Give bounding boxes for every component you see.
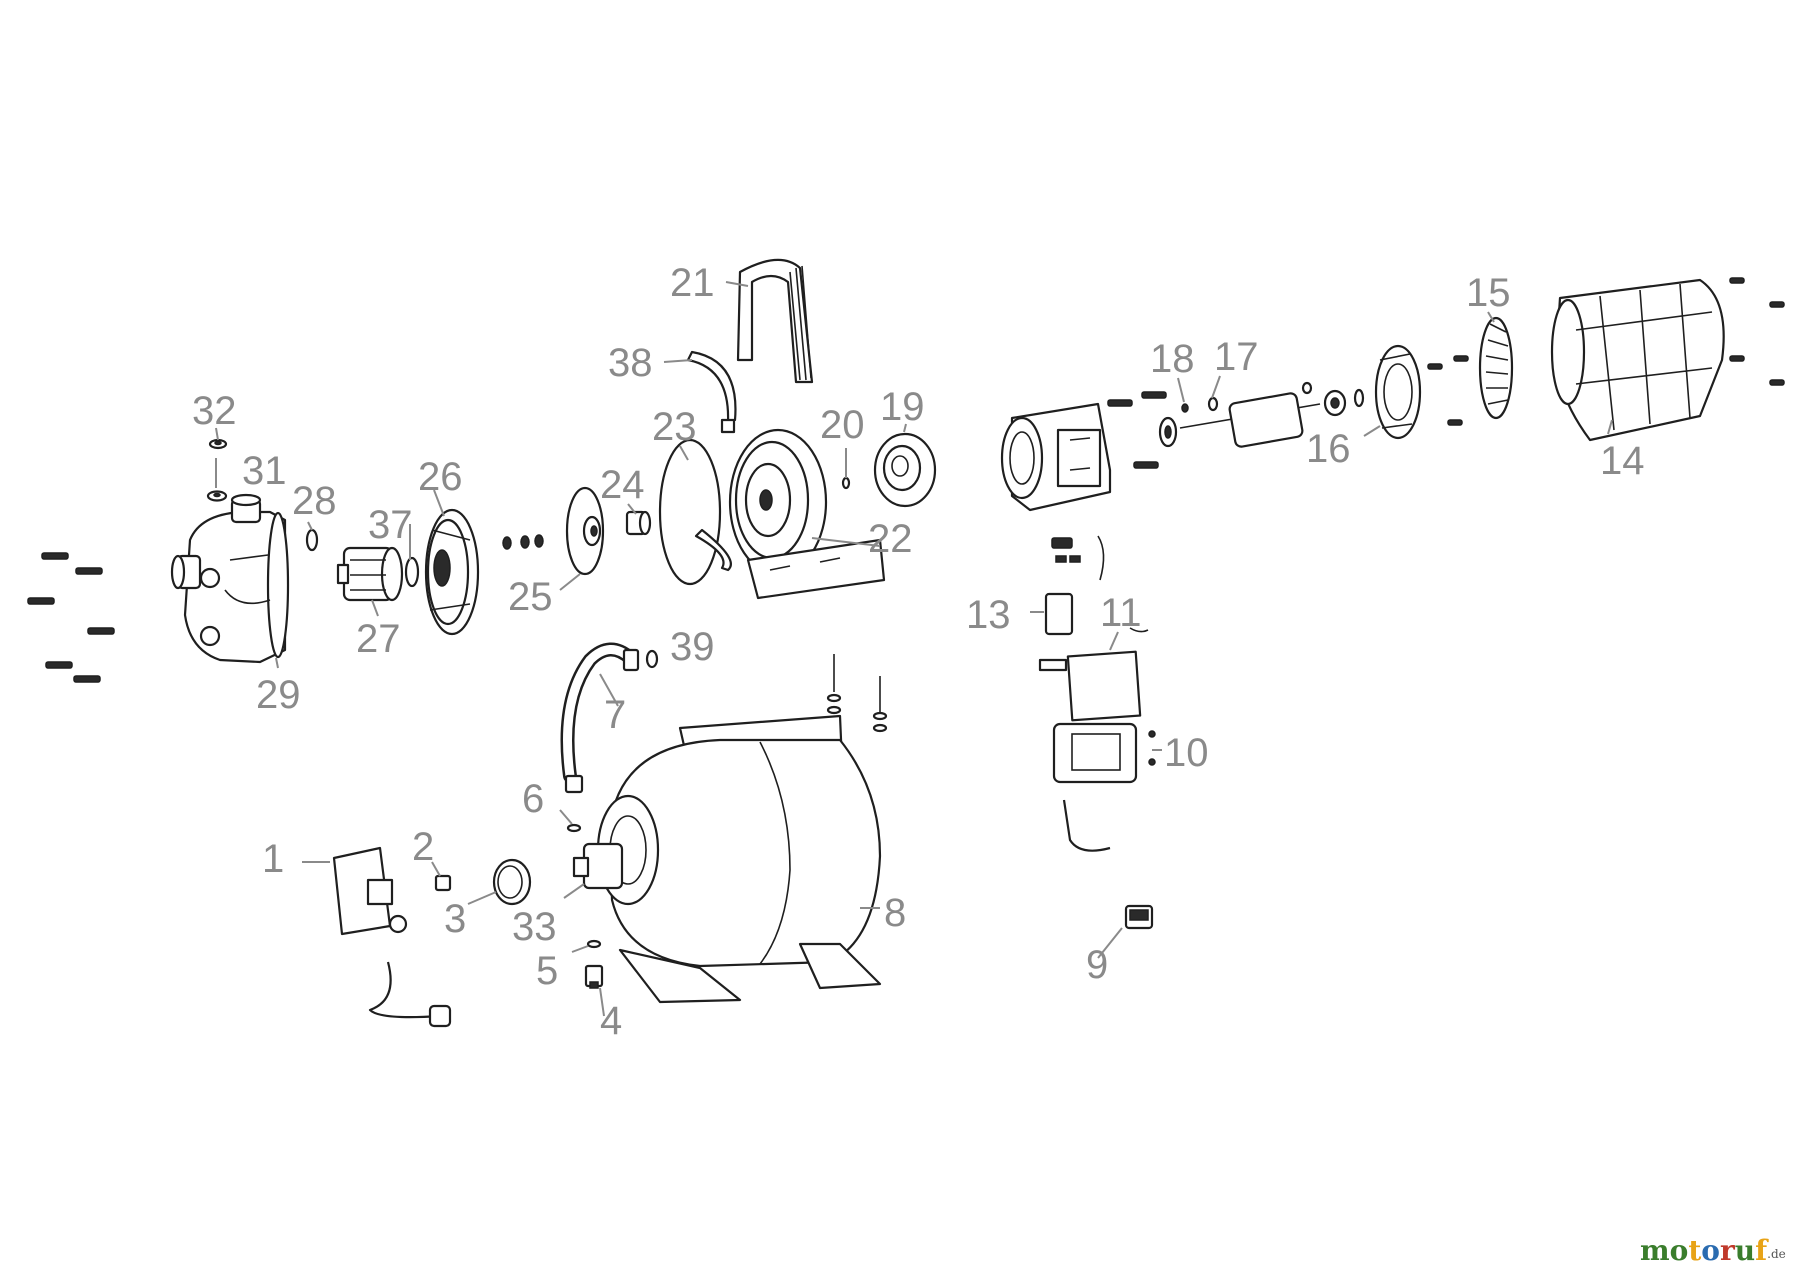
watermark-text: motoruf.de <box>1640 1234 1786 1267</box>
label-part-4: 4 <box>600 999 622 1043</box>
label-part-33: 33 <box>512 905 557 949</box>
label-part-39: 39 <box>670 625 715 669</box>
label-part-14: 14 <box>1600 439 1645 483</box>
five-way-connector <box>572 842 624 890</box>
label-part-13: 13 <box>966 593 1011 637</box>
part-labels: 1 2 3 4 5 6 7 8 9 10 11 13 14 15 16 17 1… <box>192 261 1645 1043</box>
drain-plug-parts <box>206 438 228 502</box>
label-part-29: 29 <box>256 673 301 717</box>
nipple-fitting <box>434 874 452 892</box>
label-part-8: 8 <box>884 891 906 935</box>
label-part-23: 23 <box>652 405 697 449</box>
o-ring <box>305 528 319 552</box>
label-part-24: 24 <box>600 463 645 507</box>
label-part-17: 17 <box>1214 335 1259 379</box>
label-part-22: 22 <box>868 517 913 561</box>
label-part-5: 5 <box>536 949 558 993</box>
fan-cover <box>1550 278 1725 442</box>
housing-screws <box>27 552 115 683</box>
label-part-32: 32 <box>192 389 237 433</box>
rotor <box>1158 392 1321 448</box>
label-part-25: 25 <box>508 575 553 619</box>
label-part-19: 19 <box>880 385 925 429</box>
label-part-11: 11 <box>1100 591 1142 635</box>
electrical-box <box>1038 535 1156 852</box>
diffuser <box>424 508 480 636</box>
cooling-fan <box>1478 316 1514 420</box>
label-part-27: 27 <box>356 617 401 661</box>
motor-flange <box>728 428 886 600</box>
label-part-31: 31 <box>242 449 287 493</box>
pump-housing <box>170 493 290 664</box>
label-part-3: 3 <box>444 897 466 941</box>
label-part-20: 20 <box>820 403 865 447</box>
watermark-logo: motoruf.de <box>1640 1234 1786 1267</box>
stator-screws <box>1107 391 1167 469</box>
fan-screws <box>1427 355 1469 426</box>
ejector-assembly <box>336 546 420 602</box>
rear-end-shield <box>1323 344 1422 440</box>
pressure-switch <box>332 846 452 1028</box>
label-part-7: 7 <box>604 693 626 737</box>
label-part-2: 2 <box>412 825 434 869</box>
label-part-10: 10 <box>1164 731 1209 775</box>
housing-gasket <box>658 438 722 586</box>
shaft-seal-rings <box>502 534 544 550</box>
impeller <box>565 486 605 576</box>
bearing-cover <box>873 432 937 508</box>
tank-bolts <box>826 654 888 733</box>
label-part-26: 26 <box>418 455 463 499</box>
label-part-15: 15 <box>1466 271 1511 315</box>
cover-screws <box>1729 277 1785 386</box>
label-part-21: 21 <box>670 261 715 305</box>
label-part-6: 6 <box>522 777 544 821</box>
carry-handle <box>736 258 814 384</box>
spring-washers <box>1181 381 1313 413</box>
label-part-9: 9 <box>1086 943 1108 987</box>
seal-5 <box>586 939 602 949</box>
pressure-gauge-fitting <box>584 964 604 989</box>
label-part-18: 18 <box>1150 337 1195 381</box>
end-cap <box>492 858 532 906</box>
shaft-key <box>841 476 851 490</box>
seal-6 <box>566 823 582 833</box>
label-part-1: 1 <box>262 837 284 881</box>
leader-lines <box>215 281 1613 1017</box>
pressure-tank <box>596 714 882 1004</box>
label-part-38: 38 <box>608 341 653 385</box>
label-part-28: 28 <box>292 479 337 523</box>
pressure-hose <box>560 642 659 794</box>
pressure-switch-button <box>1124 904 1154 930</box>
label-part-37: 37 <box>368 503 413 547</box>
mechanical-seal <box>625 510 652 536</box>
motor-stator <box>1000 402 1112 512</box>
label-part-16: 16 <box>1306 427 1351 471</box>
